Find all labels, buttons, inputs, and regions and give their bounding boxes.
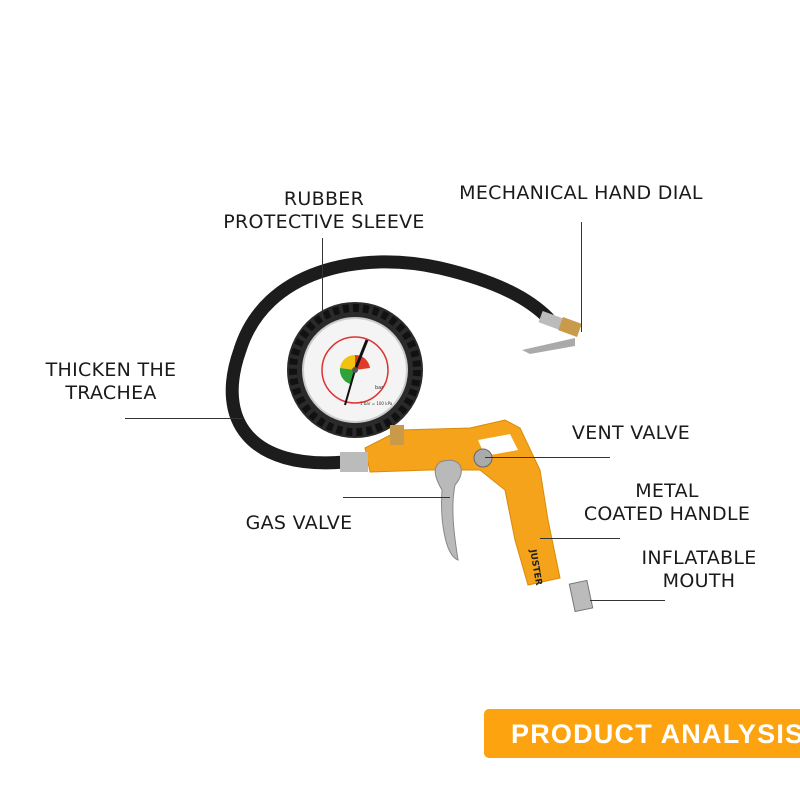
leader-vent [485,457,610,458]
label-rubber-sleeve: RUBBER PROTECTIVE SLEEVE [213,188,435,234]
chuck-fitting [538,310,564,330]
label-line: TRACHEA [65,382,157,404]
leader-trachea [125,418,243,419]
product-analysis-banner: PRODUCT ANALYSIS [484,709,800,758]
hose-connector [340,452,368,472]
label-line: PROTECTIVE SLEEVE [223,211,425,233]
label-mouth: INFLATABLE MOUTH [630,547,768,593]
leader-mouth [590,600,665,601]
label-line: RUBBER [283,188,365,210]
leader-gas [343,497,450,498]
label-trachea: THICKEN THE TRACHEA [36,359,186,405]
label-line: INFLATABLE [641,547,757,569]
leader-handle [540,538,620,539]
label-vent-valve: VENT VALVE [571,422,691,444]
label-gas-valve: GAS VALVE [245,512,353,534]
hose [225,255,555,470]
label-line: METAL [635,480,699,502]
gauge-note: 1 bar = 100 kPa [360,401,393,406]
label-line: COATED HANDLE [583,503,751,525]
brass-chuck [558,317,582,337]
label-line: MOUTH [662,570,736,592]
gas-valve-trigger [434,459,462,561]
leader-rubber [322,238,323,316]
leader-dial [581,222,582,332]
gauge-unit: bar [375,385,384,391]
label-handle: METAL COATED HANDLE [574,480,760,526]
label-line: THICKEN THE [45,359,177,381]
inflatable-mouth [568,579,594,613]
banner-text: PRODUCT ANALYSIS [511,719,800,749]
chuck-clip [522,338,575,354]
pressure-gauge: bar 1 bar = 100 kPa [287,302,423,438]
label-hand-dial: MECHANICAL HAND DIAL [459,182,703,204]
gauge-connector [390,425,404,445]
vent-valve-knob [473,448,493,468]
